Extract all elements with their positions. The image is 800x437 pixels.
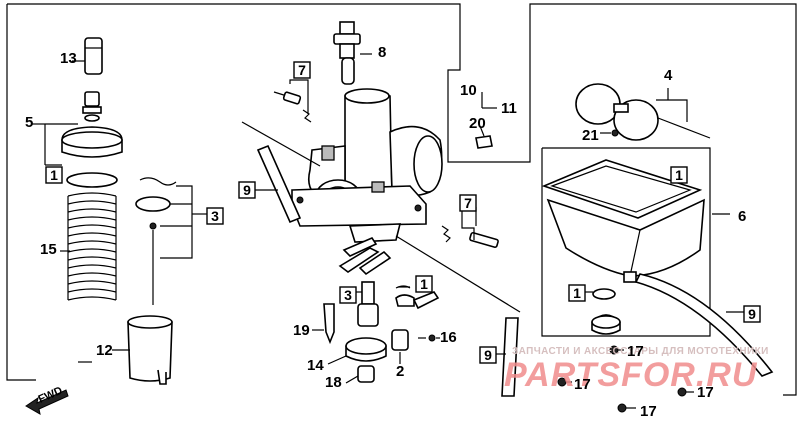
callout-p2: 2 xyxy=(396,363,404,380)
boxed-callout-b9-right: 9 xyxy=(743,305,761,323)
boxed-callout-b7-top: 7 xyxy=(293,61,311,79)
boxed-callout-text: 3 xyxy=(344,287,352,303)
boxed-callout-frame xyxy=(415,275,433,293)
jet-group-center xyxy=(312,281,387,384)
part-10-11-20-group xyxy=(475,92,497,149)
callout-p17b: 17 xyxy=(574,376,591,393)
watermark-big-text: PARTSFOR.RU xyxy=(504,356,758,394)
boxed-callout-frame xyxy=(339,286,357,304)
watermark-top-text: ЗАПЧАСТИ И АКСЕССУАРЫ ДЛЯ МОТОТЕХНИКИ xyxy=(512,346,769,357)
callout-p14: 14 xyxy=(307,357,324,374)
callout-p21: 21 xyxy=(582,127,599,144)
boxed-callout-b1-mid: 1 xyxy=(415,275,433,293)
callout-p10: 10 xyxy=(460,82,477,99)
float-pins xyxy=(338,237,392,276)
callout-p15: 15 xyxy=(40,241,57,258)
callout-p19: 19 xyxy=(293,322,310,339)
part-9-tube-bottom xyxy=(395,235,521,397)
boxed-callout-b1-left: 1 xyxy=(45,166,63,184)
boxed-callout-text: 1 xyxy=(50,167,58,183)
callout-p5: 5 xyxy=(25,114,33,131)
part-9-drain-tube-right xyxy=(634,273,774,377)
boxed-callout-frame xyxy=(479,346,497,364)
boxed-callout-frame xyxy=(206,207,224,225)
float-bowl-drain-group xyxy=(584,288,621,335)
boxed-callout-text: 3 xyxy=(211,208,219,224)
fwd-arrow: FWD xyxy=(25,385,69,415)
part-6-float-chamber xyxy=(541,147,730,337)
boxed-callout-text: 7 xyxy=(464,195,472,211)
boxed-callout-frame xyxy=(743,305,761,323)
boxed-callout-b9-left: 9 xyxy=(238,181,256,199)
frame-outlines xyxy=(6,3,797,396)
callout-p6: 6 xyxy=(738,208,746,225)
boxed-callout-b9-bottom: 9 xyxy=(479,346,497,364)
screw-17a xyxy=(609,345,624,355)
boxed-callout-b1-right: 1 xyxy=(670,166,688,184)
screw-17d xyxy=(617,403,636,413)
boxed-callout-b7-right: 7 xyxy=(459,194,477,212)
screw-17b xyxy=(557,377,572,387)
part-7-pilot-screw-group xyxy=(273,79,312,123)
callout-p17d: 17 xyxy=(640,403,657,420)
callout-p17a: 17 xyxy=(627,343,644,360)
part-4-floats xyxy=(575,83,711,141)
callout-p4: 4 xyxy=(664,67,673,84)
boxed-callout-frame xyxy=(670,166,688,184)
part-9-vent-tube-left xyxy=(241,121,321,224)
part-17-screws xyxy=(557,345,694,413)
boxed-callout-b3-left: 3 xyxy=(206,207,224,225)
callout-p16: 16 xyxy=(440,329,457,346)
part-3-needle-group xyxy=(135,177,207,305)
part-5-top-assembly xyxy=(32,91,123,188)
boxed-callout-text: 9 xyxy=(484,347,492,363)
part-2-float-valve-group xyxy=(391,285,440,364)
boxed-callout-frame xyxy=(459,194,477,212)
boxed-callout-text: 9 xyxy=(243,182,251,198)
callout-p13: 13 xyxy=(60,50,77,67)
boxed-callout-text: 7 xyxy=(298,62,306,78)
screw-17c xyxy=(677,387,694,397)
boxed-callout-text: 1 xyxy=(573,285,581,301)
boxed-callout-frame xyxy=(568,284,586,302)
part-15-spring xyxy=(60,192,117,301)
boxed-callout-text: 1 xyxy=(675,167,683,183)
boxed-callout-b1-bowl: 1 xyxy=(568,284,586,302)
callout-p11: 11 xyxy=(501,100,517,117)
watermark: ЗАПЧАСТИ И АКСЕССУАРЫ ДЛЯ МОТОТЕХНИКИ PA… xyxy=(504,346,769,394)
boxed-callout-frame xyxy=(293,61,311,79)
part-13-cap xyxy=(72,37,103,75)
callout-p17c: 17 xyxy=(697,384,714,401)
boxed-callout-text: 9 xyxy=(748,306,756,322)
part-7-right-screw-group xyxy=(441,207,499,249)
part-8-top-screw xyxy=(333,21,372,85)
part-12-throttle-valve xyxy=(112,315,173,385)
callout-p12: 12 xyxy=(96,342,113,359)
callout-p18: 18 xyxy=(325,374,342,391)
boxed-callout-text: 1 xyxy=(420,276,428,292)
boxed-callout-frame xyxy=(238,181,256,199)
boxed-callout-frame xyxy=(45,166,63,184)
carburetor-body xyxy=(291,88,443,243)
callout-p20: 20 xyxy=(469,115,486,132)
callout-p8: 8 xyxy=(378,44,386,61)
boxed-callout-b3-mid: 3 xyxy=(339,286,357,304)
